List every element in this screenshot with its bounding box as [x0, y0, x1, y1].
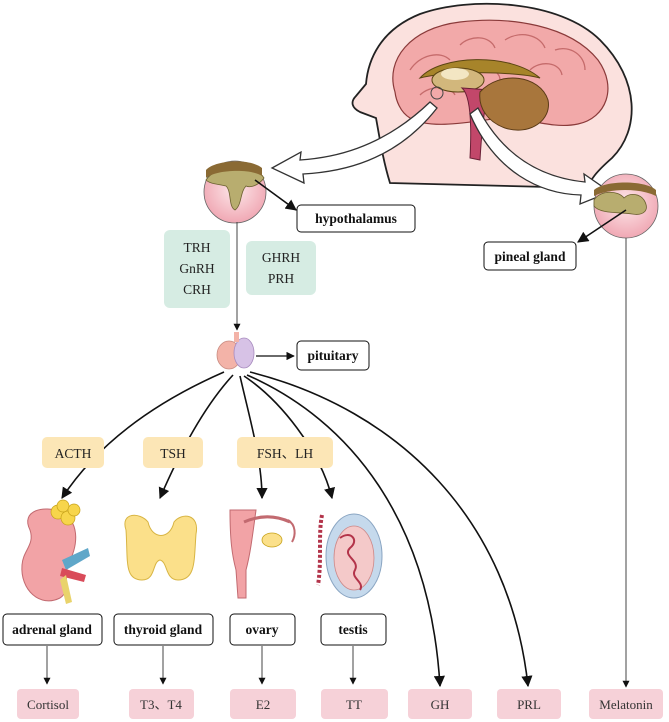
pineal-box: pineal gland [483, 241, 577, 271]
fsh-lh-label: FSH、LH [257, 446, 314, 461]
hormone-trh: TRH [184, 240, 211, 255]
hormone-prh: PRH [268, 271, 295, 286]
hypothalamus-box: hypothalamus [296, 204, 416, 233]
pituitary-icon [216, 332, 255, 370]
t3t4-label: T3、T4 [140, 697, 182, 712]
adrenal-box: adrenal gland [2, 613, 103, 646]
tt-box: TT [321, 689, 388, 719]
adrenal-kidney-icon [21, 499, 90, 604]
tsh-label: TSH [160, 446, 186, 461]
hormone-gnrh: GnRH [179, 261, 215, 276]
gland-output-arrows [43, 646, 357, 685]
testis-box: testis [320, 613, 387, 646]
tsh-box: TSH [143, 437, 203, 468]
pituitary-box: pituitary [296, 340, 370, 371]
pituitary-label: pituitary [307, 348, 358, 363]
e2-label: E2 [256, 697, 270, 712]
acth-box: ACTH [42, 437, 104, 468]
thyroid-label: thyroid gland [124, 622, 203, 637]
gh-label: GH [431, 697, 450, 712]
hormone-crh: CRH [183, 282, 211, 297]
hypothalamus-orb [203, 160, 267, 224]
thyroid-icon [124, 514, 198, 581]
releasing-hormones-box-1: TRH GnRH CRH [164, 230, 230, 308]
testis-label: testis [338, 622, 367, 637]
cortisol-box: Cortisol [17, 689, 79, 719]
melatonin-box: Melatonin [589, 689, 663, 719]
acth-label: ACTH [55, 446, 92, 461]
thyroid-box: thyroid gland [113, 613, 214, 646]
prl-box: PRL [497, 689, 561, 719]
fsh-lh-box: FSH、LH [237, 437, 333, 468]
ovary-box: ovary [229, 613, 296, 646]
releasing-hormones-box-2: GHRH PRH [246, 241, 316, 295]
prl-label: PRL [517, 697, 541, 712]
t3t4-box: T3、T4 [129, 689, 194, 719]
testis-icon [316, 513, 383, 599]
uterus-ovary-icon [229, 509, 296, 599]
hormone-ghrh: GHRH [262, 250, 301, 265]
ovary-label: ovary [246, 622, 279, 637]
pineal-orb [593, 173, 659, 239]
e2-box: E2 [230, 689, 296, 719]
hollow-arrow-left [270, 101, 438, 185]
hypothalamus-label: hypothalamus [315, 211, 397, 226]
head-illustration [351, 2, 633, 189]
tt-label: TT [346, 697, 362, 712]
adrenal-label: adrenal gland [12, 622, 92, 637]
melatonin-label: Melatonin [599, 697, 653, 712]
cortisol-label: Cortisol [27, 697, 69, 712]
pineal-label: pineal gland [495, 249, 566, 264]
gh-box: GH [408, 689, 472, 719]
